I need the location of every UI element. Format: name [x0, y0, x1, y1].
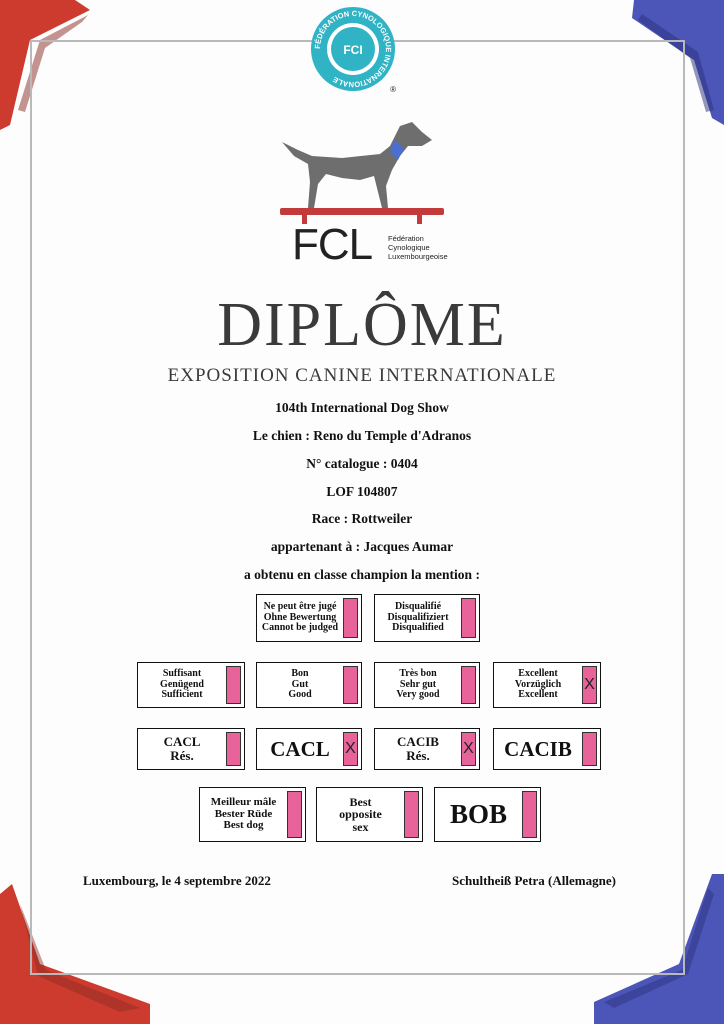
box-cacl: CACL X [256, 728, 362, 770]
fci-seal-logo: FÉDÉRATION CYNOLOGIQUE INTERNATIONALE FC… [311, 7, 396, 94]
fcl-logo-letters: FCL [292, 220, 373, 269]
fcl-logo-line2: Luxembourgeoise [388, 252, 448, 261]
fcl-logo-line1: Fédération Cynologique [388, 234, 430, 252]
lof-number: LOF 104807 [326, 484, 398, 499]
mention-intro: a obtenu en classe champion la mention : [244, 567, 480, 582]
diploma-title: DIPLÔME [217, 291, 507, 359]
corner-ribbon-top-left [0, 0, 90, 130]
checkbox-best-male [287, 791, 302, 838]
fcl-logo-subtitle: Fédération Cynologique Luxembourgeoise [388, 234, 462, 261]
checkbox-best-opposite-sex [404, 791, 419, 838]
corner-ribbon-bottom-right [594, 874, 724, 1024]
checkbox-bob [522, 791, 537, 838]
mark-cacib-res: X [463, 740, 474, 757]
box-bob: BOB [434, 787, 541, 842]
corner-ribbon-top-right [632, 0, 724, 125]
box-cacib: CACIB [493, 728, 601, 770]
fcl-logo: FCL Fédération Cynologique Luxembourgeoi… [292, 222, 462, 270]
checkbox-cacib [582, 732, 597, 766]
mark-excellent: X [584, 676, 595, 693]
owner: appartenant à : Jacques Aumar [270, 539, 454, 554]
checkbox-excellent: X [582, 666, 597, 704]
corner-ribbon-bottom-left [0, 884, 150, 1024]
judge-name: Schultheiß Petra (Allemagne) [452, 873, 616, 888]
show-name: 104th International Dog Show [275, 400, 449, 415]
dog-name: Le chien : Reno du Temple d'Adranos [252, 428, 472, 443]
mark-cacl: X [345, 740, 356, 757]
checkbox-sufficient [226, 666, 241, 704]
diploma-subtitle: EXPOSITION CANINE INTERNATIONALE [167, 365, 557, 386]
registered-mark: ® [390, 85, 396, 94]
place-and-date: Luxembourg, le 4 septembre 2022 [83, 873, 271, 888]
fci-seal-center-text: FCI [343, 43, 362, 57]
checkbox-cacib-res: X [461, 732, 476, 766]
checkbox-cacl-res [226, 732, 241, 766]
checkbox-very-good [461, 666, 476, 704]
checkbox-good [343, 666, 358, 704]
breed: Race : Rottweiler [311, 511, 413, 526]
checkbox-not-judged [343, 598, 358, 638]
checkbox-cacl: X [343, 732, 358, 766]
catalogue-number: N° catalogue : 0404 [306, 456, 418, 471]
dog-on-table-logo [280, 122, 444, 224]
checkbox-disqualified [461, 598, 476, 638]
